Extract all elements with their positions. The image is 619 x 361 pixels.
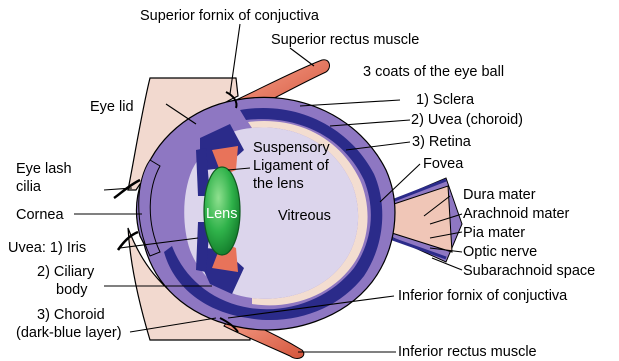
label-eye-lid: Eye lid: [90, 99, 134, 115]
label-inferior-fornix: Inferior fornix of conjuctiva: [398, 288, 568, 304]
label-inferior-rectus: Inferior rectus muscle: [398, 344, 537, 360]
label-superior-rectus: Superior rectus muscle: [271, 32, 419, 48]
label-vitreous: Vitreous: [278, 208, 331, 224]
label-ciliary-2: body: [56, 282, 88, 298]
label-dura-mater: Dura mater: [463, 187, 536, 203]
label-optic-nerve: Optic nerve: [463, 244, 537, 260]
label-sclera: 1) Sclera: [416, 92, 475, 108]
label-arachnoid-mater: Arachnoid mater: [463, 206, 570, 222]
label-uvea-iris: Uvea: 1) Iris: [8, 240, 86, 256]
label-pia-mater: Pia mater: [463, 225, 525, 241]
label-retina: 3) Retina: [412, 134, 472, 150]
label-suspensory-1: Suspensory: [253, 140, 330, 156]
label-choroid-2: (dark-blue layer): [16, 325, 122, 341]
label-suspensory-3: the lens: [253, 176, 304, 192]
label-subarachnoid-space: Subarachnoid space: [463, 263, 595, 279]
label-eye-lash-1: Eye lash: [16, 161, 72, 177]
label-suspensory-2: Ligament of: [253, 158, 330, 174]
label-uvea-choroid: 2) Uvea (choroid): [411, 112, 523, 128]
label-cornea: Cornea: [16, 207, 64, 223]
label-superior-fornix: Superior fornix of conjuctiva: [140, 8, 320, 24]
label-eye-lash-2: cilia: [16, 179, 42, 195]
label-lens: Lens: [206, 206, 237, 222]
label-coats-title: 3 coats of the eye ball: [363, 64, 504, 80]
label-choroid-1: 3) Choroid: [37, 307, 105, 323]
label-fovea: Fovea: [423, 156, 464, 172]
label-ciliary-1: 2) Ciliary: [37, 264, 95, 280]
